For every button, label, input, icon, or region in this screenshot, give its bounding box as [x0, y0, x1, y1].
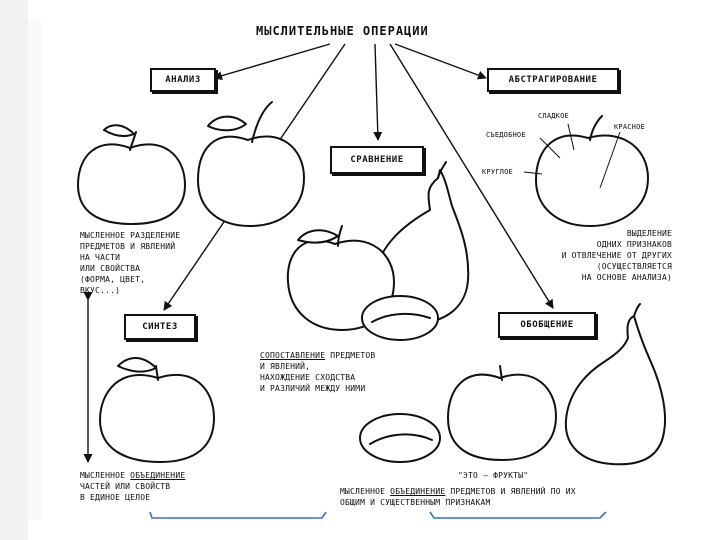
caption-line: ВЫДЕЛЕНИЕ [626, 229, 672, 238]
caption-line: (ФОРМА, ЦВЕТ, [80, 275, 146, 284]
synthesis-apple [99, 357, 215, 463]
caption-line: И РАЗЛИЧИЙ МЕЖДУ НИМИ [260, 384, 366, 393]
caption-line: ИЛИ СВОЙСТВА [80, 264, 141, 273]
caption-line: ВКУС...) [80, 286, 121, 295]
box-abstraction: АБСТРАГИРОВАНИЕ [487, 68, 619, 92]
bracket-left [149, 511, 327, 519]
keyword-comparison: СОПОСТАВЛЕНИЕ [260, 351, 326, 360]
caption-line: МЫСЛЕННОЕ ОБЪЕДИНЕНИЕ [80, 470, 185, 481]
label-round: КРУГЛОЕ [482, 168, 513, 176]
generalization-pear [564, 303, 666, 466]
label-sweet: СЛАДКОЕ [538, 112, 569, 120]
label-edible: СЪЕДОБНОЕ [486, 131, 526, 139]
box-generalization: ОБОБЩЕНИЕ [498, 312, 596, 338]
caption-line: В ЕДИНОЕ ЦЕЛОЕ [80, 493, 151, 502]
caption-line: НА ОСНОВЕ АНАЛИЗА) [581, 273, 672, 282]
caption-line: НАХОЖДЕНИЕ СХОДСТВА [260, 373, 356, 382]
scan-margin-inner [28, 20, 42, 520]
caption-line: МЫСЛЕННОЕ РАЗДЕЛЕНИЕ [80, 231, 181, 240]
arrow-to-generalization [389, 43, 554, 309]
abstraction-apple [535, 115, 649, 227]
caption-line: СОПОСТАВЛЕНИЕ ПРЕДМЕТОВ [260, 350, 375, 361]
caption-line: И ЯВЛЕНИЙ, [260, 362, 311, 371]
caption-text: МЫСЛЕННОЕ [80, 471, 131, 480]
caption-text: ПРЕДМЕТОВ И ЯВЛЕНИЙ ПО ИХ [445, 487, 576, 496]
caption-line: МЫСЛЕННОЕ ОБЪЕДИНЕНИЕ ПРЕДМЕТОВ И ЯВЛЕНИ… [340, 486, 576, 497]
analysis-apple-left [77, 124, 186, 225]
box-synthesis: СИНТЕЗ [124, 314, 196, 340]
arrow-to-analysis [213, 43, 331, 81]
generalization-plum [359, 413, 441, 463]
generalization-apple [447, 365, 557, 461]
caption-text: ПРЕДМЕТОВ [325, 351, 376, 360]
bracket-right [429, 511, 607, 519]
caption-line: НА ЧАСТИ [80, 253, 121, 262]
keyword-generalization: ОБЪЕДИНЕНИЕ [390, 487, 446, 496]
label-red: КРАСНОЕ [614, 123, 645, 131]
arrow-to-comparison [373, 43, 383, 141]
arrow-to-abstraction [394, 43, 487, 80]
caption-line: И ОТВЛЕЧЕНИЕ ОТ ДРУГИХ [561, 251, 672, 260]
fruits-note: "ЭТО — ФРУКТЫ" [458, 471, 529, 480]
box-analysis: АНАЛИЗ [150, 68, 216, 92]
caption-line: ОДНИХ ПРИЗНАКОВ [596, 240, 672, 249]
caption-text: МЫСЛЕННОЕ [340, 487, 391, 496]
caption-line: ПРЕДМЕТОВ И ЯВЛЕНИЙ [80, 242, 176, 251]
box-comparison: СРАВНЕНИЕ [330, 146, 424, 174]
caption-line: ЧАСТЕЙ ИЛИ СВОЙСТВ [80, 482, 171, 491]
analysis-apple-right [197, 101, 305, 227]
caption-line: ОБЩИМ И СУЩЕСТВЕННЫМ ПРИЗНАКАМ [340, 498, 491, 507]
scan-margin [0, 0, 28, 540]
comparison-plum [361, 295, 439, 341]
diagram-title: МЫСЛИТЕЛЬНЫЕ ОПЕРАЦИИ [256, 24, 429, 38]
caption-line: (ОСУЩЕСТВЛЯЕТСЯ [596, 262, 672, 271]
keyword-synthesis: ОБЪЕДИНЕНИЕ [130, 471, 186, 480]
